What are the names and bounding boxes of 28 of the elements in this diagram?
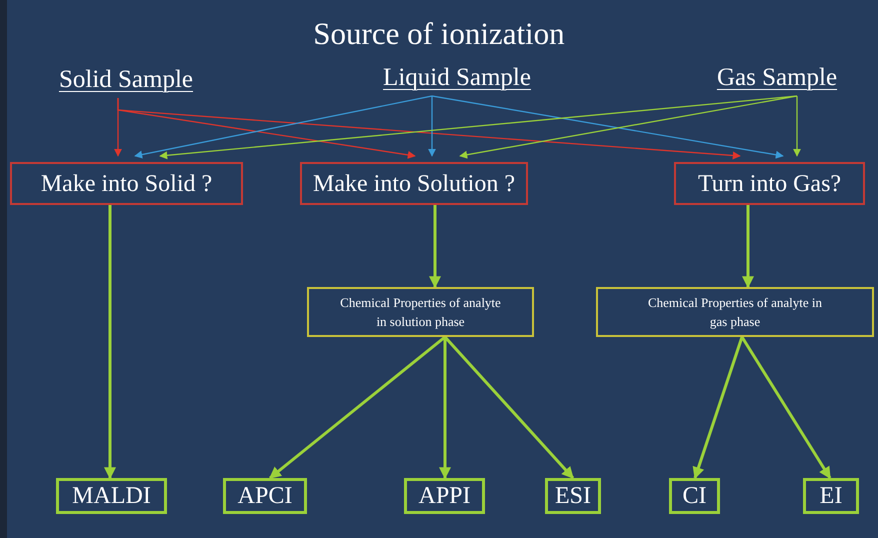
method-box: CI — [669, 478, 720, 514]
property-box: Chemical Properties of analyte in solution phase — [307, 287, 534, 337]
arrow — [428, 96, 436, 157]
arrow — [269, 336, 446, 480]
arrow — [740, 336, 832, 480]
arrow — [104, 205, 116, 480]
arrow — [444, 336, 574, 479]
arrow — [117, 98, 741, 160]
method-box: ESI — [545, 478, 601, 514]
arrow — [742, 205, 754, 288]
arrow — [692, 336, 744, 480]
process-box: Make into Solution ? — [300, 162, 528, 205]
arrow — [429, 205, 441, 288]
sample-label: Liquid Sample — [360, 60, 554, 96]
title: Source of ionization — [313, 16, 565, 51]
arrow — [793, 96, 801, 157]
arrow — [439, 337, 451, 480]
method-box: APCI — [223, 478, 307, 514]
sample-label: Gas Sample — [700, 60, 854, 96]
method-box: MALDI — [56, 478, 167, 514]
process-box: Make into Solid ? — [10, 162, 243, 205]
method-box: EI — [803, 478, 859, 514]
property-box: Chemical Properties of analyte in gas phase — [596, 287, 874, 337]
method-box: APPI — [404, 478, 485, 514]
sample-label: Solid Sample — [40, 62, 212, 98]
arrow — [159, 95, 798, 160]
process-box: Turn into Gas? — [674, 162, 865, 205]
arrow — [134, 95, 432, 158]
